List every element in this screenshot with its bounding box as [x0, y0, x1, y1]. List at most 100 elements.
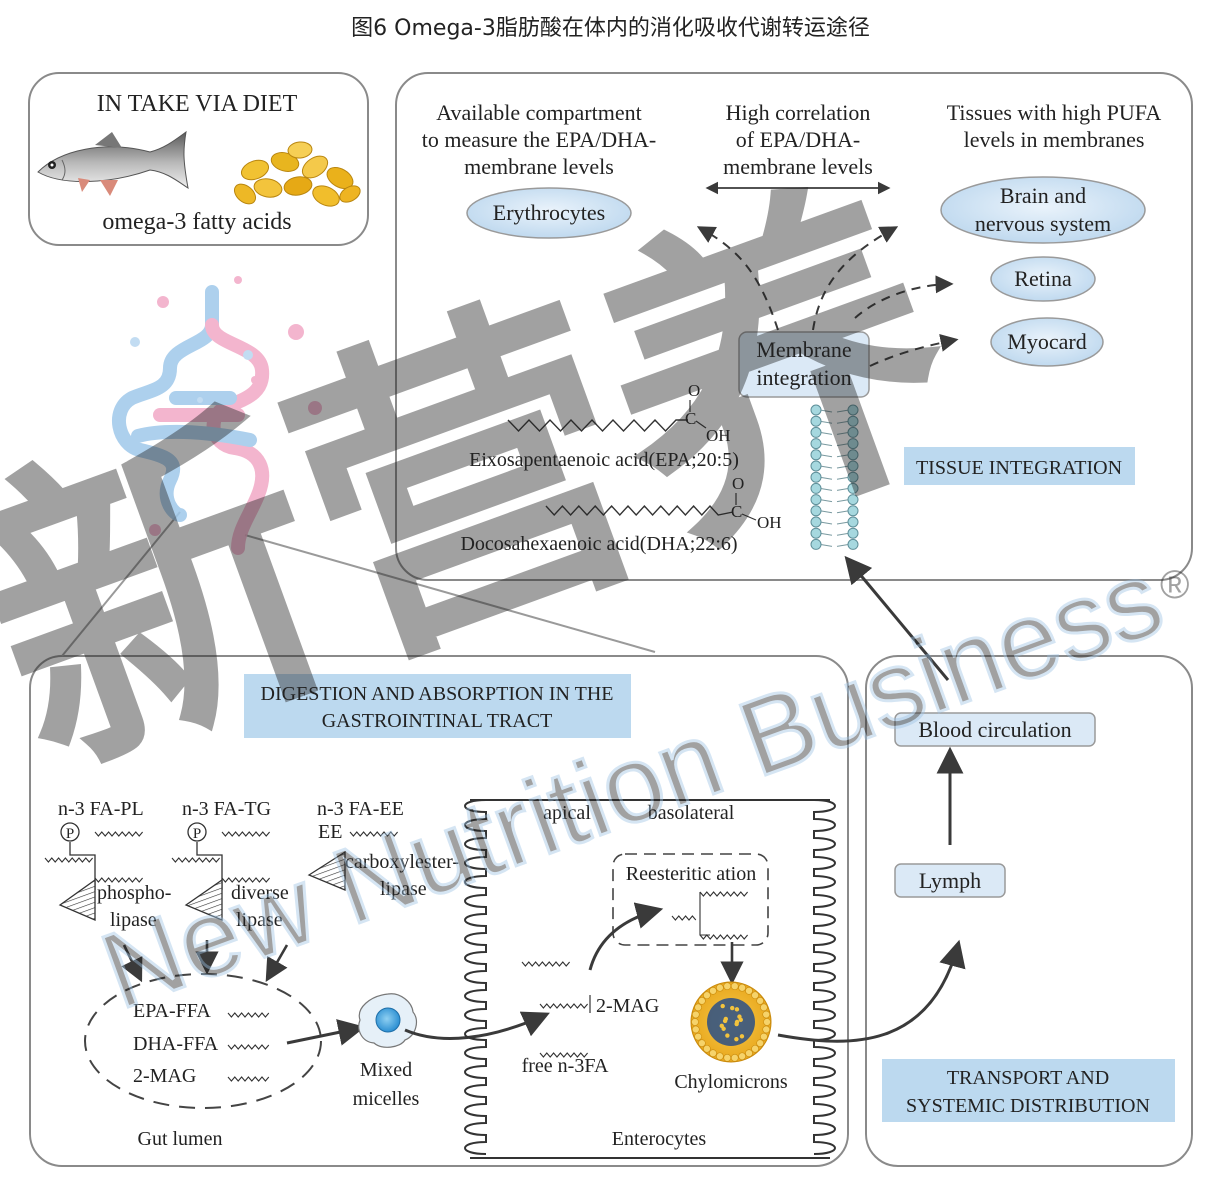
- svg-text:levels in membranes: levels in membranes: [964, 127, 1145, 152]
- tissue-col3-heading: Tissues with high PUFA levels in membran…: [947, 100, 1162, 152]
- lymph-box: Lymph: [894, 863, 1006, 898]
- lipase-arrows: [121, 940, 289, 983]
- dha-atom-oh: OH: [757, 513, 782, 532]
- carboxylester-lipase-wedge-icon: [307, 850, 346, 891]
- mixed-micelle-icon: [358, 993, 418, 1048]
- svg-text:TISSUE INTEGRATION: TISSUE INTEGRATION: [916, 457, 1122, 479]
- diverse-lipase-wedge-icon: [184, 878, 223, 921]
- phospholipase-label-1: phospho-: [97, 882, 171, 904]
- svg-text:New Nutrition Business: New Nutrition Business: [86, 536, 1177, 1032]
- svg-text:TRANSPORT AND: TRANSPORT AND: [947, 1067, 1109, 1089]
- brain-node: Brain and nervous system: [940, 176, 1146, 244]
- intestine-icon: [111, 276, 322, 555]
- diverse-lipase-label-1: diverse: [231, 882, 289, 904]
- intake-panel: [28, 72, 369, 246]
- micelle-to-enterocyte-arrow: [404, 1011, 550, 1040]
- svg-text:integration: integration: [756, 365, 851, 390]
- svg-text:Tissues with high PUFA: Tissues with high PUFA: [947, 100, 1162, 125]
- epa-oh-bond: [695, 420, 707, 429]
- mag-label: 2-MAG: [133, 1065, 196, 1087]
- svg-text:nervous system: nervous system: [975, 211, 1111, 236]
- fish-oil-capsules-icon: [233, 141, 361, 207]
- dha-label: Docosahexaenoic acid(DHA;22:6): [460, 533, 737, 555]
- svg-text:Available compartment: Available compartment: [436, 100, 641, 125]
- apical-label: apical: [543, 802, 591, 824]
- blood-to-tissue-arrow: [844, 555, 950, 681]
- carboxylester-label-2: lipase: [380, 878, 427, 900]
- digestion-section-label: DIGESTION AND ABSORPTION IN THE GASTROIN…: [244, 674, 631, 738]
- zoom-line-right: [244, 534, 656, 653]
- tissue-col1-heading: Available compartment to measure the EPA…: [422, 100, 656, 179]
- svg-text:®: ®: [1160, 563, 1189, 607]
- dha-atom-o: O: [732, 474, 744, 493]
- pl-phosphate-icon: P: [60, 822, 80, 842]
- figure-title: 图6 Omega-3脂肪酸在体内的消化吸收代谢转运途径: [351, 16, 870, 41]
- myocard-node: Myocard: [990, 317, 1104, 367]
- erythrocytes-node: Erythrocytes: [466, 187, 632, 239]
- zoom-line-left: [61, 511, 181, 657]
- enterocyte-mag-label: 2-MAG: [596, 995, 659, 1017]
- enterocyte-cell: [464, 799, 836, 1159]
- chylo-to-lymph-arrow: [777, 939, 966, 1043]
- fatty-acid-chains: [44, 831, 749, 1082]
- substrate-backbones: [69, 842, 223, 890]
- tg-reassembly-icon: [699, 892, 710, 936]
- ee-label: n-3 FA-EE: [317, 798, 404, 820]
- svg-text:GASTROINTINAL TRACT: GASTROINTINAL TRACT: [322, 710, 553, 732]
- epa-atom-o: O: [688, 381, 700, 400]
- micelles-label-2: micelles: [353, 1088, 420, 1110]
- lumen-to-micelle-arrow: [286, 1019, 366, 1046]
- epa-atom-oh: OH: [706, 426, 731, 445]
- svg-text:High correlation: High correlation: [726, 100, 871, 125]
- svg-text:Brain and: Brain and: [1000, 183, 1086, 208]
- digestion-panel: [29, 655, 849, 1167]
- fish-icon: [37, 130, 189, 196]
- intake-heading: IN TAKE VIA DIET: [97, 91, 298, 117]
- intake-caption: omega-3 fatty acids: [102, 209, 291, 235]
- svg-text:membrane levels: membrane levels: [464, 154, 614, 179]
- reesterification-label: Reesteritic ation: [626, 863, 757, 885]
- svg-text:SYSTEMIC DISTRIBUTION: SYSTEMIC DISTRIBUTION: [906, 1095, 1150, 1117]
- svg-text:Retina: Retina: [1014, 266, 1072, 291]
- pl-label: n-3 FA-PL: [58, 798, 144, 820]
- retina-node: Retina: [990, 256, 1096, 302]
- epa-atom-c: C: [685, 409, 696, 428]
- transport-section-label: TRANSPORT AND SYSTEMIC DISTRIBUTION: [882, 1059, 1175, 1122]
- blood-circulation-box: Blood circulation: [894, 712, 1096, 747]
- transport-panel: [865, 655, 1193, 1167]
- dha-atom-c: C: [731, 502, 742, 521]
- tissue-col2-heading: High correlation of EPA/DHA- membrane le…: [723, 100, 873, 179]
- svg-text:P: P: [193, 826, 201, 842]
- lipid-bilayer: [810, 404, 859, 550]
- free-fa-label: free n-3FA: [522, 1055, 609, 1077]
- epa-structure: [507, 418, 688, 433]
- epa-label: Eixosapentaenoic acid(EPA;20:5): [469, 449, 739, 471]
- chylomicrons-label: Chylomicrons: [674, 1071, 788, 1093]
- dha-structure: [545, 504, 734, 517]
- phospholipase-wedge-icon: [58, 878, 96, 921]
- basolateral-label: basolateral: [648, 802, 735, 824]
- svg-text:Lymph: Lymph: [919, 868, 981, 893]
- membrane-integration-box: Membrane integration: [738, 331, 870, 398]
- svg-text:Myocard: Myocard: [1007, 329, 1086, 354]
- dha-oh-bond: [741, 513, 757, 521]
- tg-label: n-3 FA-TG: [182, 798, 271, 820]
- svg-text:Erythrocytes: Erythrocytes: [493, 200, 605, 225]
- ee-short-label: EE: [318, 821, 342, 843]
- tg-phosphate-icon: P: [187, 822, 207, 842]
- epa-ffa-label: EPA-FFA: [133, 1000, 211, 1022]
- svg-text:membrane levels: membrane levels: [723, 154, 873, 179]
- carboxylester-label-1: carboxylester-: [345, 851, 459, 873]
- svg-text:to measure the EPA/DHA-: to measure the EPA/DHA-: [422, 127, 656, 152]
- phospholipase-label-2: lipase: [110, 909, 157, 931]
- chylomicron-icon: [690, 981, 772, 1063]
- svg-text:Blood circulation: Blood circulation: [918, 717, 1071, 742]
- micelles-label-1: Mixed: [360, 1059, 412, 1081]
- enterocytes-label: Enterocytes: [612, 1128, 707, 1150]
- svg-text:Membrane: Membrane: [756, 337, 851, 362]
- svg-text:P: P: [66, 826, 74, 842]
- diverse-lipase-label-2: lipase: [236, 909, 283, 931]
- svg-text:DIGESTION AND ABSORPTION IN TH: DIGESTION AND ABSORPTION IN THE: [261, 683, 614, 705]
- svg-text:of EPA/DHA-: of EPA/DHA-: [736, 127, 860, 152]
